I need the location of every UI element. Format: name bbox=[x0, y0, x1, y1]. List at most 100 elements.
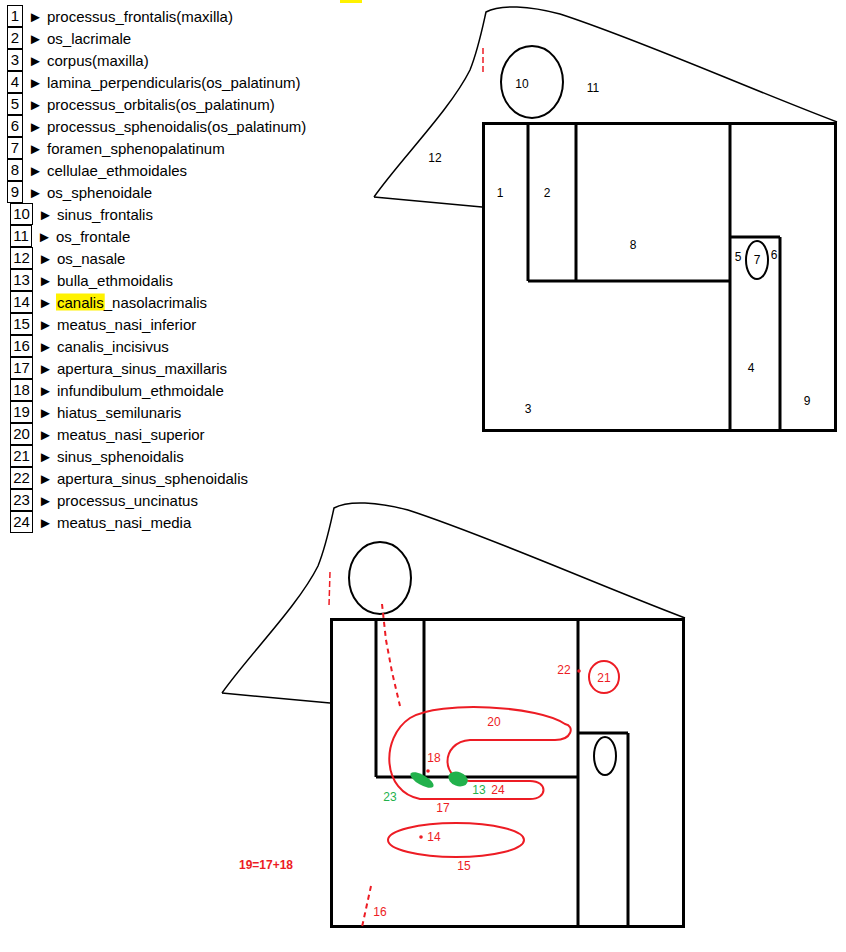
part-name: ► os_lacrimale bbox=[28, 30, 131, 47]
part-name: ► os_nasale bbox=[38, 250, 125, 267]
part-name: ► apertura_sinus_maxillaris bbox=[38, 360, 227, 377]
legend-entry: 2 ► os_lacrimale bbox=[7, 27, 131, 49]
callout-number: 6 bbox=[7, 115, 23, 137]
red-mark bbox=[482, 48, 484, 72]
part-name: ► meatus_nasi_superior bbox=[38, 426, 205, 443]
legend-entry: 3 ► corpus(maxilla) bbox=[7, 49, 149, 71]
legend-entry: 17► apertura_sinus_maxillaris bbox=[10, 357, 227, 379]
aperture-dot bbox=[577, 669, 581, 673]
callout-number: 12 bbox=[10, 247, 33, 269]
upper-drawing bbox=[374, 7, 837, 432]
canal-dot bbox=[419, 835, 423, 839]
meatus-outline bbox=[389, 707, 570, 799]
legend-entry: 22 ► apertura_sinus_sphenoidalis bbox=[10, 467, 248, 489]
part-name: ► meatus_nasi_inferior bbox=[38, 316, 196, 333]
callout-number: 7 bbox=[754, 253, 761, 267]
legend-entry: 15► meatus_nasi_inferior bbox=[10, 313, 196, 335]
canal-path bbox=[362, 886, 371, 927]
callout-number: 9 bbox=[7, 181, 23, 203]
highlight-mark bbox=[340, 0, 362, 3]
red-mark bbox=[329, 572, 330, 606]
callout-number: 16 bbox=[373, 905, 386, 919]
part-name: ► lamina_perpendicularis(os_palatinum) bbox=[28, 74, 300, 91]
callout-number: 2 bbox=[7, 27, 23, 49]
callout-number: 24 bbox=[10, 511, 33, 533]
legend-entry: 20 ► meatus_nasi_superior bbox=[10, 423, 205, 445]
legend-entry: 6 ► processus_sphenoidalis(os_palatinum) bbox=[7, 115, 306, 137]
callout-number: 7 bbox=[7, 137, 23, 159]
callout-number: 20 bbox=[10, 423, 33, 445]
legend-entry: 9► os_sphenoidale bbox=[7, 181, 152, 203]
callout-number: 24 bbox=[491, 783, 504, 797]
bulla-shape bbox=[446, 769, 470, 789]
callout-number: 14 bbox=[10, 291, 33, 313]
callout-number: 16 bbox=[10, 335, 33, 357]
sinus-outline bbox=[589, 661, 619, 693]
part-name: ► foramen_sphenopalatinum bbox=[28, 140, 225, 157]
callout-number: 19=17+18 bbox=[239, 858, 293, 872]
callout-number: 11 bbox=[10, 225, 32, 247]
callout-number: 18 bbox=[10, 379, 33, 401]
legend-entry: 16 ► canalis_incisivus bbox=[10, 335, 169, 357]
legend-entry: 7 ► foramen_sphenopalatinum bbox=[7, 137, 225, 159]
legend-entry: 21 ► sinus_sphenoidalis bbox=[10, 445, 184, 467]
callout-number: 4 bbox=[748, 361, 755, 375]
legend-entry: 24 ► meatus_nasi_media bbox=[10, 511, 191, 533]
callout-number: 19 bbox=[10, 401, 33, 423]
callout-number: 4 bbox=[7, 71, 23, 93]
part-name: ► meatus_nasi_media bbox=[38, 514, 191, 531]
legend-entry: 19► hiatus_semilunaris bbox=[10, 401, 181, 423]
callout-number: 20 bbox=[487, 715, 500, 729]
callout-number: 22 bbox=[10, 467, 33, 489]
part-name: ► corpus(maxilla) bbox=[28, 52, 149, 69]
legend-entry: 8 ► cellulae_ethmoidales bbox=[7, 159, 187, 181]
part-name: ► processus_orbitalis(os_palatinum) bbox=[28, 96, 275, 113]
callout-number: 10 bbox=[515, 77, 528, 91]
callout-number: 10 bbox=[10, 203, 33, 225]
canal-path bbox=[382, 604, 400, 706]
callout-number: 2 bbox=[544, 186, 551, 200]
callout-number: 1 bbox=[7, 5, 23, 27]
callout-number: 8 bbox=[7, 159, 23, 181]
legend-entry: 11 ► os_frontale bbox=[10, 225, 130, 247]
part-name: ► processus_sphenoidalis(os_palatinum) bbox=[28, 118, 306, 135]
callout-number: 21 bbox=[597, 671, 610, 685]
meatus-outline bbox=[388, 823, 524, 857]
callout-number: 5 bbox=[735, 250, 742, 264]
part-name: ► canalis_incisivus bbox=[38, 338, 169, 355]
legend-entry: 5► processus_orbitalis(os_palatinum) bbox=[7, 93, 275, 115]
legend-entry: 14 ► canalis_nasolacrimalis bbox=[10, 291, 207, 313]
part-name: ► sinus_frontalis bbox=[38, 206, 153, 223]
legend-entry: 4 ► lamina_perpendicularis(os_palatinum) bbox=[7, 71, 300, 93]
part-name: ► sinus_sphenoidalis bbox=[38, 448, 184, 465]
callout-number: 13 bbox=[472, 783, 485, 797]
legend-entry: 13 ► bulla_ethmoidalis bbox=[10, 269, 173, 291]
part-name: ► apertura_sinus_sphenoidalis bbox=[38, 470, 248, 487]
part-name: ► processus_uncinatus bbox=[38, 492, 198, 509]
callout-number: 17 bbox=[436, 801, 449, 815]
callout-number: 1 bbox=[497, 186, 504, 200]
callout-number: 3 bbox=[7, 49, 23, 71]
part-name: ► canalis_nasolacrimalis bbox=[38, 294, 207, 311]
callout-number: 21 bbox=[10, 445, 33, 467]
uncinate-shape bbox=[408, 769, 436, 791]
legend-entry: 1 ► processus_frontalis(maxilla) bbox=[7, 5, 233, 27]
callout-number: 12 bbox=[428, 151, 441, 165]
part-name: ► bulla_ethmoidalis bbox=[38, 272, 173, 289]
part-name: ► processus_frontalis(maxilla) bbox=[28, 8, 233, 25]
callout-number: 18 bbox=[427, 751, 440, 765]
legend-entry: 12 ► os_nasale bbox=[10, 247, 125, 269]
lower-drawing bbox=[222, 503, 685, 928]
callout-number: 8 bbox=[630, 238, 637, 252]
callout-number: 23 bbox=[383, 790, 396, 804]
callout-number: 15 bbox=[457, 859, 470, 873]
aperture-dot bbox=[426, 769, 430, 773]
callout-number: 11 bbox=[587, 81, 599, 95]
part-name: ► cellulae_ethmoidales bbox=[28, 162, 187, 179]
legend-entry: 23► processus_uncinatus bbox=[10, 489, 198, 511]
callout-number: 14 bbox=[427, 830, 440, 844]
part-name: ► os_frontale bbox=[37, 228, 130, 245]
callout-number: 6 bbox=[771, 248, 778, 262]
callout-number: 13 bbox=[10, 269, 33, 291]
callout-number: 22 bbox=[557, 663, 570, 677]
